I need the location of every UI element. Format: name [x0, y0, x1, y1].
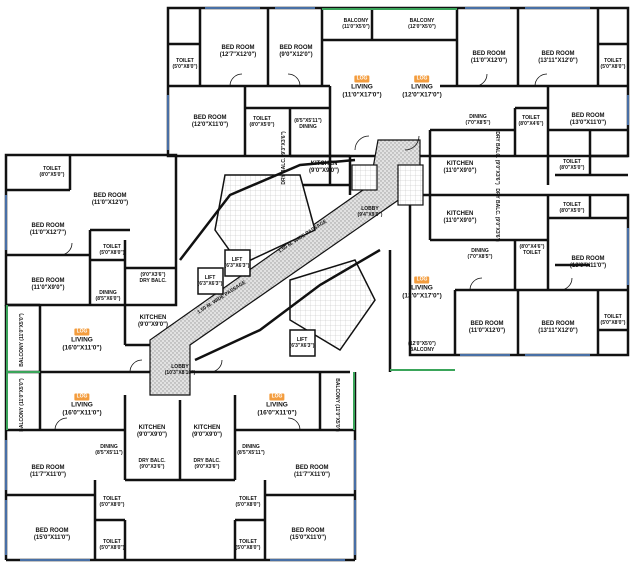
toilet-label: TOILET(8'0"X5'0")	[559, 159, 585, 171]
toilet-label: TOILET(5'0"X8'0")	[99, 539, 125, 551]
bedroom-label: BED ROOM(13'11"X12'0")	[538, 51, 578, 64]
bedroom-label: BED ROOM(9'0"X12'0")	[279, 45, 313, 58]
toilet-label: TOILET(5'0"X8'0")	[235, 539, 261, 551]
bedroom-label: BED ROOM(15'0"X11'0")	[289, 528, 327, 541]
bedroom-label: BED ROOM(11'7"X11'0")	[30, 465, 66, 478]
dry-balcony-label: DRY BALC. (9'0"X3'6")	[494, 188, 500, 242]
living-badge: LOG	[74, 393, 90, 401]
toilet-label: TOILET(8'0"X5'0")	[39, 166, 65, 178]
dry-balcony-label: (9'0"X3'6")DRY BALC.	[139, 272, 167, 284]
bedroom-label: BED ROOM(13'11"X12'0")	[538, 321, 578, 334]
kitchen-label: KITCHEN(9'0"X9'0")	[137, 425, 167, 438]
balcony-label: BALCONY(11'0"X5'0")	[342, 18, 370, 30]
balcony-label: BALCONY (11'0"X5'0")	[19, 378, 25, 432]
living-badge: LOG	[269, 393, 285, 401]
lobby-label: LOBBY(9'4"X9'0")	[357, 206, 383, 218]
window-marks	[5, 7, 629, 561]
stair-lower	[289, 259, 376, 352]
balcony-label: BALCONY (11'0"X5'0")	[334, 378, 340, 432]
bedroom-label: BED ROOM(11'0"X12'0")	[91, 193, 129, 206]
lift-shaft-1	[197, 267, 224, 295]
bedroom-label: BED ROOM(11'0"X12'0")	[470, 51, 508, 64]
bedroom-label: BED ROOM(13'0"X11'0")	[569, 113, 607, 126]
bedroom-label: BED ROOM(11'0"X12'0")	[468, 321, 506, 334]
kitchen-label: KITCHEN(9'0"X9'0")	[192, 425, 222, 438]
living-badge: LOG	[74, 328, 90, 336]
kitchen-label: KITCHEN(9'0"X9'0")	[309, 161, 339, 174]
toilet-label: TOILET(5'0"X8'0")	[600, 58, 626, 70]
dry-balcony-label: DRY BALC.(9'0"X3'6")	[138, 458, 166, 470]
bedroom-label: BED ROOM(11'7"X11'0")	[294, 465, 330, 478]
bedroom-label: BED ROOM(12'7"X12'0")	[219, 45, 257, 58]
bedroom-label: BED ROOM(12'0"X11'0")	[191, 115, 229, 128]
toilet-label: TOILET(5'0"X8'0")	[172, 58, 198, 70]
toilet-label: TOILET(8'0"X5'0")	[249, 116, 275, 128]
kitchen-label: KITCHEN(11'0"X9'0")	[443, 161, 477, 174]
balcony-label: (12'0"X5'0")BALCONY	[408, 341, 436, 353]
lobby-label: LOBBY(10'3"X8'10")	[164, 364, 196, 376]
bedroom-label: BED ROOM(11'0"X12'7")	[29, 223, 67, 236]
living-badge: LOG	[414, 75, 430, 83]
toilet-label: TOILET(5'0"X8'0")	[99, 244, 125, 256]
kitchen-label: KITCHEN(9'0"X9'0")	[138, 315, 168, 328]
bedroom-label: BED ROOM(11'0"X9'0")	[31, 278, 65, 291]
toilet-label: TOILET(5'0"X8'0")	[235, 496, 261, 508]
dry-balcony-label: DRY BALC. (9'3"X3'6")	[281, 131, 287, 185]
balcony-edges	[6, 8, 457, 430]
dining-label: DINING(8'5"X6'0")	[95, 290, 121, 302]
lift-label: LIFT(6'3"X6'3")	[224, 257, 250, 269]
central-core	[149, 139, 424, 396]
door-swings	[54, 73, 573, 431]
bedroom-label: BED ROOM(13'0"X11'0")	[569, 256, 607, 269]
toilet-label: TOILET(8'0"X4'6")	[518, 115, 544, 127]
balcony-label: BALCONY(12'0"X5'0")	[408, 18, 436, 30]
dining-label: DINING(7'0"X8'5")	[467, 248, 493, 260]
lift-shaft-2	[224, 249, 251, 277]
living-badge: LOG	[414, 276, 430, 284]
dry-balcony-label: DRY BALC. (9'0"X3'6")	[494, 131, 500, 185]
dining-label: DINING(7'0"X8'5")	[465, 114, 491, 126]
kitchen-label: KITCHEN(11'0"X9'0")	[443, 211, 477, 224]
lift-label: LIFT(6'3"X6'3")	[289, 337, 315, 349]
stair-upper	[214, 174, 316, 266]
living-badge: LOG	[354, 75, 370, 83]
balcony-label: BALCONY (11'0"X5'0")	[19, 313, 25, 367]
dry-balcony-label: DRY BALC.(9'0"X3'6")	[193, 458, 221, 470]
toilet-label: TOILET(5'0"X8'0")	[99, 496, 125, 508]
toilet-label: TOILET(5'0"X8'0")	[600, 314, 626, 326]
dining-label: DINING(8'5"X5'11")	[237, 444, 265, 456]
dining-label: (8'5"X5'11")DINING	[294, 118, 322, 130]
lift-label: LIFT(6'3"X6'3")	[197, 275, 223, 287]
bedroom-label: BED ROOM(15'0"X11'0")	[33, 528, 71, 541]
toilet-label: (8'0"X4'6")TOILET	[519, 244, 545, 256]
toilet-label: TOILET(8'0"X5'0")	[559, 202, 585, 214]
dining-label: DINING(8'5"X5'11")	[95, 444, 123, 456]
lift-shaft-3	[289, 329, 316, 357]
